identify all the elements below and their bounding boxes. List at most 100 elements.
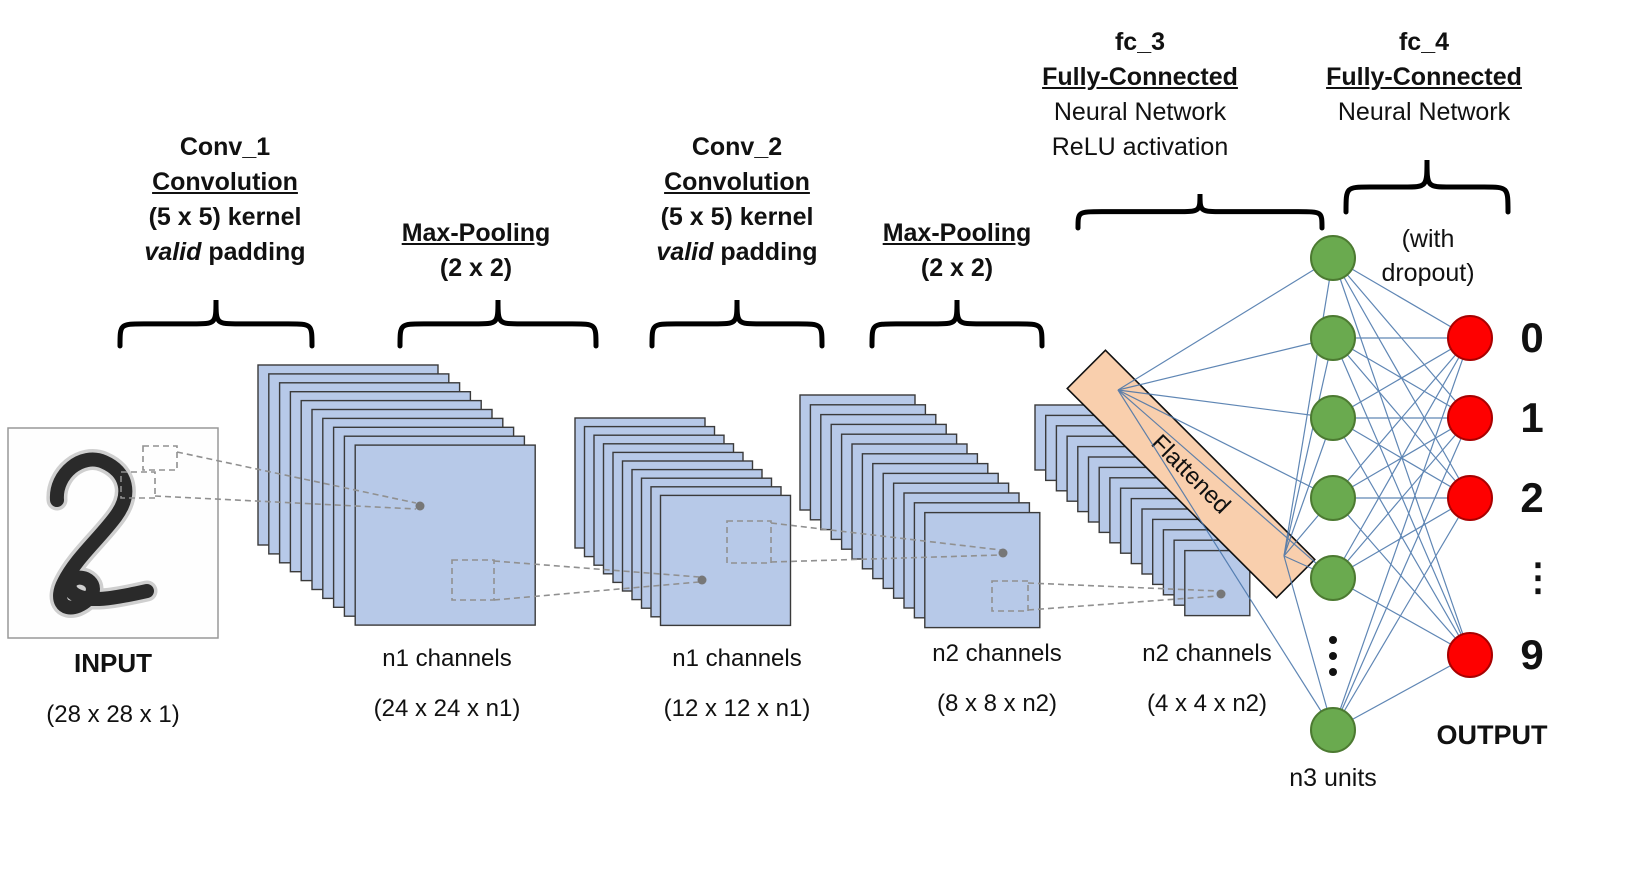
hidden-ellipsis-dot [1329, 636, 1337, 644]
output-class-ellipsis: ⋮ [1519, 557, 1557, 599]
hidden-node [1310, 395, 1356, 441]
pool1-output-caption: n1 channels (12 x 12 x n1) [664, 645, 811, 723]
conv2-padding-italic: valid [656, 238, 714, 266]
conv2-output-stack [799, 394, 1041, 629]
hidden-to-output-line [1332, 337, 1471, 656]
hidden-to-output-line [1332, 577, 1471, 656]
hidden-to-output-line [1332, 417, 1471, 731]
flatten-to-hidden-line [1117, 337, 1334, 391]
receptive-field-box [726, 520, 772, 564]
receptive-field-box [451, 559, 495, 601]
pool1-size: (2 x 2) [439, 254, 513, 282]
receptive-field-box [142, 445, 178, 471]
dropout-note: (with dropout) [1381, 222, 1474, 290]
projection-line [493, 581, 700, 601]
conv1-output-stack [257, 364, 536, 626]
flatten-to-hidden-line [1117, 389, 1334, 499]
fc4-brace [1343, 159, 1511, 215]
flatten-to-hidden-line [1117, 389, 1334, 579]
output-layer-nodes [1447, 315, 1493, 678]
flatten-to-hidden-line [1283, 257, 1334, 557]
output-node [1447, 395, 1493, 441]
flatten-to-hidden-line [1117, 389, 1334, 419]
pool1-output-stack [574, 417, 792, 627]
fc3-brace [1075, 193, 1325, 231]
conv1-output-dims: (24 x 24 x n1) [373, 695, 521, 722]
hidden-to-output-line [1332, 257, 1471, 656]
conv1-kernel: (5 x 5) kernel [148, 203, 302, 231]
input-label: INPUT [74, 648, 152, 678]
feature-map-layer [1184, 549, 1251, 617]
flattened-ribbon: Flattened [1066, 349, 1316, 599]
input-image [7, 427, 219, 639]
hidden-to-output-line [1332, 337, 1471, 499]
conv2-label: Conv_2 Convolution (5 x 5) kernel valid … [656, 130, 817, 270]
conv2-output-channels: n2 channels [932, 640, 1062, 667]
fc4-label: fc_4 Fully-Connected Neural Network [1326, 25, 1522, 130]
output-class-label-9: 9 [1520, 631, 1544, 678]
pool1-brace [397, 299, 599, 349]
feature-map-layer [924, 511, 1041, 629]
fc4-type: Fully-Connected [1326, 63, 1522, 91]
hidden-to-output-line [1332, 337, 1471, 419]
projection-line [770, 554, 1002, 563]
braces [117, 159, 1511, 349]
fc4-line3: Neural Network [1337, 98, 1511, 126]
conv2-output-dims: (8 x 8 x n2) [936, 690, 1058, 717]
flatten-to-hidden-line [1117, 389, 1334, 731]
fc-connections [1117, 257, 1471, 731]
conv2-name: Conv_2 [691, 133, 783, 161]
hidden-node [1310, 235, 1356, 281]
projection-line [770, 522, 1002, 551]
fc3-type: Fully-Connected [1042, 63, 1238, 91]
conv1-padding-rest: padding [201, 238, 306, 266]
conv1-name: Conv_1 [179, 133, 271, 161]
pool1-output-channels: n1 channels [672, 645, 802, 672]
conv1-output-channels: n1 channels [382, 645, 512, 672]
hidden-ellipsis-dot [1329, 668, 1337, 676]
hidden-to-output-line [1332, 417, 1471, 656]
pool2-output-channels: n2 channels [1142, 640, 1272, 667]
hidden-to-output-line [1332, 337, 1471, 731]
conv2-kernel: (5 x 5) kernel [660, 203, 814, 231]
hidden-to-output-line [1332, 654, 1471, 731]
conv1-brace [117, 299, 315, 349]
pool2-output-stack [1034, 404, 1251, 617]
output-title: OUTPUT [1436, 720, 1548, 750]
hidden-to-output-line [1332, 257, 1471, 339]
pool1-name: Max-Pooling [401, 219, 551, 247]
conv2-padding: valid padding [656, 235, 817, 270]
feature-map-layer [659, 494, 792, 627]
output-node [1447, 315, 1493, 361]
flatten-to-hidden-line [1283, 555, 1334, 731]
hidden-units-label: n3 units [1289, 764, 1377, 792]
hidden-to-output-line [1332, 497, 1471, 656]
pool2-brace [869, 299, 1045, 349]
dropout-note-line2: dropout) [1381, 259, 1475, 287]
hidden-node [1310, 475, 1356, 521]
pool1-output-dims: (12 x 12 x n1) [663, 695, 811, 722]
pool2-output-caption: n2 channels (4 x 4 x n2) [1142, 640, 1271, 718]
flatten-to-hidden-line [1283, 417, 1334, 557]
projection-line [1027, 595, 1219, 611]
fc4-name: fc_4 [1398, 28, 1450, 56]
hidden-layer-nodes [1310, 235, 1356, 753]
hidden-to-output-line [1332, 497, 1471, 579]
projection-dot [697, 575, 707, 585]
flatten-to-hidden-line [1117, 257, 1334, 391]
hidden-to-output-line [1332, 337, 1471, 579]
projection-line [493, 560, 700, 578]
projection-line [176, 451, 417, 504]
fc3-line3: Neural Network [1053, 98, 1227, 126]
digit-2-glyph [49, 452, 154, 615]
output-node [1447, 475, 1493, 521]
conv2-output-caption: n2 channels (8 x 8 x n2) [932, 640, 1061, 718]
output-class-label-0: 0 [1520, 314, 1544, 361]
feature-map-layer [354, 444, 536, 626]
pool2-output-dims: (4 x 4 x n2) [1146, 690, 1268, 717]
output-class-label-1: 1 [1520, 394, 1544, 441]
flatten-to-hidden-line [1283, 337, 1334, 557]
hidden-to-output-line [1332, 497, 1471, 731]
conv1-label: Conv_1 Convolution (5 x 5) kernel valid … [144, 130, 305, 270]
